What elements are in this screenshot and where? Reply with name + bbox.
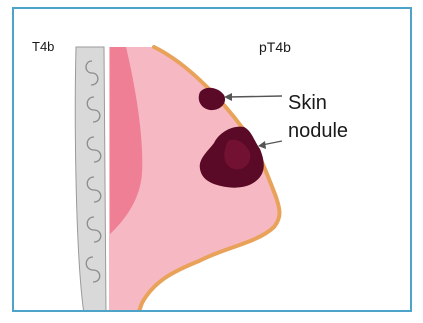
breast-cross-section-diagram	[14, 9, 412, 312]
pointer-line-upper	[228, 96, 282, 97]
chest-wall	[75, 47, 106, 312]
pointer-arrowhead-lower	[258, 141, 266, 149]
skin-nodule-callout: Skin nodule	[288, 89, 348, 145]
callout-line-1: Skin	[288, 89, 348, 117]
stage-label-pt4b: pT4b	[259, 39, 291, 55]
callout-line-2: nodule	[288, 117, 348, 145]
figure-frame: T4b pT4b Skin nodule 1	[12, 7, 412, 312]
pointer-arrowhead-upper	[224, 93, 232, 101]
stage-label-t4b: T4b	[32, 39, 54, 54]
